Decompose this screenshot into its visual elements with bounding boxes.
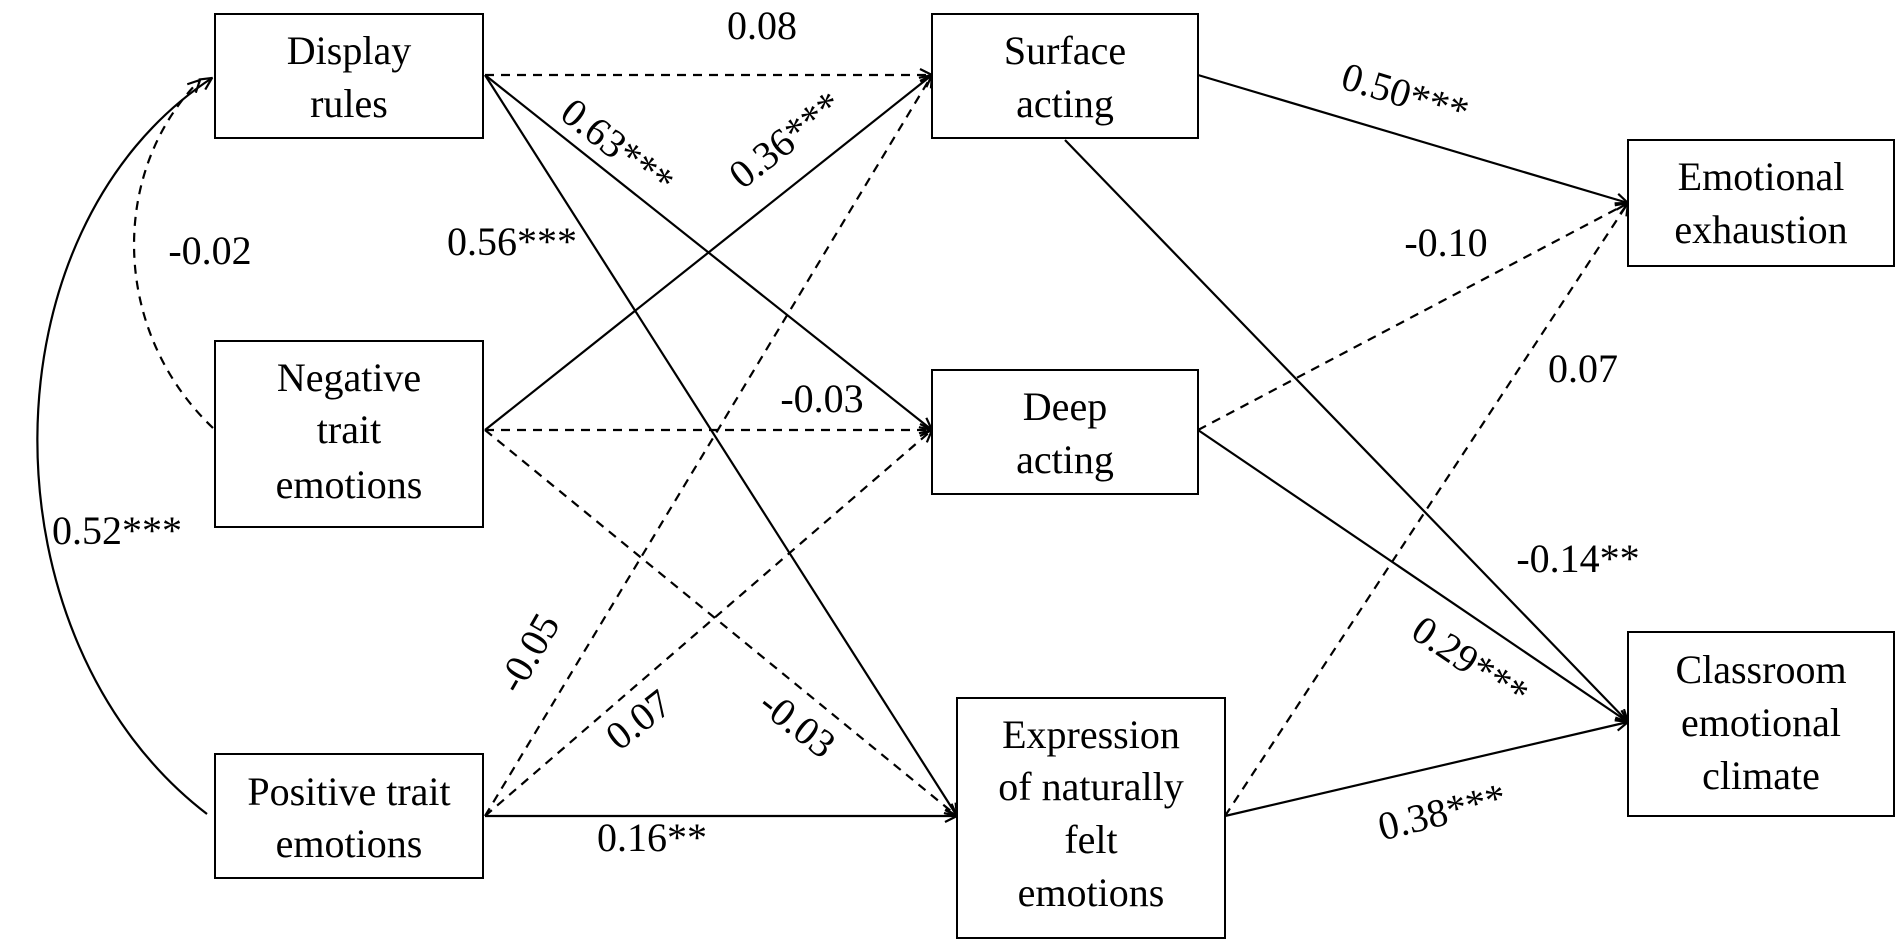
- node-positive-trait-emotions: Positive trait emotions: [214, 753, 484, 879]
- path-surface-acting-to-emotional-exhaustion: [1197, 73, 1628, 203]
- node-label: rules: [310, 81, 388, 126]
- node-negative-trait-emotions: Negative trait emotions: [214, 340, 484, 528]
- coef-display-rules-expression: 0.56***: [447, 219, 577, 264]
- coef-display-rules-deep-acting: 0.63***: [553, 89, 683, 205]
- coef-expression-emotional-exhaustion: 0.07: [1548, 346, 1618, 391]
- node-emotional-exhaustion: Emotional exhaustion: [1627, 139, 1895, 267]
- node-expression-of-naturally-felt-emotions: Expression of naturally felt emotions: [956, 697, 1226, 939]
- coef-correlation-positive-display: 0.52***: [52, 508, 182, 553]
- correlation-positive-trait-display-rules: [36, 78, 212, 815]
- node-surface-acting: Surface acting: [931, 13, 1199, 139]
- path-expression-to-classroom-climate: [1224, 722, 1628, 818]
- correlation-negative-trait-display-rules: [132, 80, 214, 429]
- node-label: climate: [1702, 753, 1820, 798]
- path-display-rules-to-expression: [484, 74, 957, 816]
- coef-display-rules-surface-acting: 0.08: [727, 3, 797, 48]
- node-display-rules: Display rules: [214, 13, 484, 139]
- coef-deep-acting-emotional-exhaustion: -0.10: [1404, 220, 1487, 265]
- node-label: exhaustion: [1674, 207, 1847, 252]
- node-label: acting: [1016, 81, 1114, 126]
- node-label: trait: [317, 407, 381, 452]
- coef-positive-trait-expression: 0.16**: [597, 815, 707, 860]
- node-label: Classroom: [1675, 647, 1846, 692]
- node-label: emotions: [276, 462, 423, 507]
- path-deep-acting-to-classroom-climate: [1197, 429, 1628, 722]
- node-deep-acting: Deep acting: [931, 369, 1199, 495]
- coef-positive-trait-deep-acting: 0.07: [597, 680, 680, 759]
- node-label: Deep: [1023, 384, 1107, 429]
- path-expression-to-emotional-exhaustion: [1224, 203, 1628, 817]
- path-negative-trait-to-expression: [484, 429, 957, 816]
- node-label: emotions: [1018, 870, 1165, 915]
- node-classroom-emotional-climate: Classroom emotional climate: [1627, 631, 1895, 817]
- node-label: Negative: [277, 355, 421, 400]
- coef-correlation-negative-display: -0.02: [168, 228, 251, 273]
- node-label: emotional: [1681, 700, 1841, 745]
- coef-negative-trait-deep-acting: -0.03: [780, 376, 863, 421]
- coef-positive-trait-surface-acting: -0.05: [488, 606, 569, 701]
- coef-negative-trait-expression: -0.03: [751, 680, 844, 767]
- coef-expression-classroom-climate: 0.38***: [1373, 774, 1510, 849]
- node-label: Surface: [1004, 28, 1126, 73]
- coef-deep-acting-classroom-climate: 0.29***: [1404, 606, 1537, 716]
- node-label: Positive trait: [247, 769, 450, 814]
- node-label: Expression: [1002, 712, 1180, 757]
- node-label: Display: [287, 28, 411, 73]
- node-label: emotions: [276, 821, 423, 866]
- path-negative-trait-to-surface-acting: [484, 75, 932, 431]
- node-label: of naturally: [998, 764, 1184, 809]
- path-positive-trait-to-surface-acting: [484, 75, 932, 817]
- path-lines: [36, 73, 1628, 818]
- path-deep-acting-to-emotional-exhaustion: [1197, 203, 1628, 431]
- node-label: felt: [1064, 817, 1117, 862]
- coef-negative-trait-surface-acting: 0.36***: [720, 82, 850, 198]
- node-label: Emotional: [1678, 154, 1845, 199]
- path-surface-acting-to-classroom-climate: [1064, 139, 1628, 722]
- path-positive-trait-to-deep-acting: [484, 430, 932, 817]
- coef-surface-acting-classroom-climate: -0.14**: [1516, 536, 1639, 581]
- node-label: acting: [1016, 437, 1114, 482]
